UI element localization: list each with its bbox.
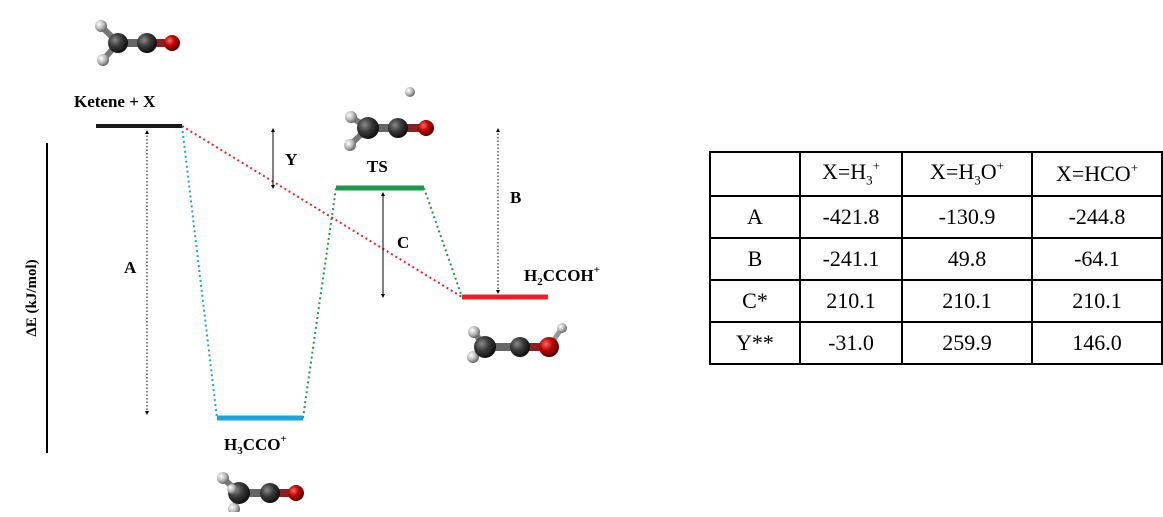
table-cell: -64.1 bbox=[1031, 237, 1163, 281]
table-header-cell: X=HCO+ bbox=[1031, 151, 1163, 197]
label-reactant: Ketene + X bbox=[74, 92, 156, 111]
label-A: A bbox=[124, 258, 137, 277]
table-row: B -241.1 49.8 -64.1 bbox=[709, 237, 1163, 281]
connector-ts-product bbox=[423, 187, 463, 298]
intermediate-molecule bbox=[217, 472, 304, 515]
table-row: A -421.8 -130.9 -244.8 bbox=[709, 195, 1163, 239]
table-cell: 210.1 bbox=[1031, 279, 1163, 323]
table-header-row: X=H3+ X=H3O+ X=HCO+ bbox=[709, 151, 1163, 197]
table-cell: 210.1 bbox=[901, 279, 1033, 323]
table-cell: 146.0 bbox=[1031, 321, 1163, 365]
label-product: H2CCOH+ bbox=[524, 264, 600, 288]
table-cell: 210.1 bbox=[799, 279, 903, 323]
energy-table: X=H3+ X=H3O+ X=HCO+ A -421.8 -130.9 -244… bbox=[709, 151, 1163, 365]
row-label: Y** bbox=[709, 321, 801, 365]
table-cell: -130.9 bbox=[901, 195, 1033, 239]
table-row: C* 210.1 210.1 210.1 bbox=[709, 279, 1163, 323]
table-cell: 49.8 bbox=[901, 237, 1033, 281]
connector-intermediate-ts bbox=[302, 187, 337, 419]
label-Y: Y bbox=[285, 150, 297, 169]
row-label: A bbox=[709, 195, 801, 239]
table-header-cell: X=H3O+ bbox=[901, 151, 1033, 197]
connector-reactant-intermediate bbox=[181, 125, 218, 419]
ketene-molecule bbox=[95, 20, 180, 66]
table-cell: -241.1 bbox=[799, 237, 903, 281]
y-axis-label: ΔE (kJ/mol) bbox=[24, 259, 40, 336]
ts-molecule bbox=[344, 87, 434, 151]
row-label: C* bbox=[709, 279, 801, 323]
table-cell: 259.9 bbox=[901, 321, 1033, 365]
product-molecule bbox=[467, 323, 567, 363]
table-cell: -421.8 bbox=[799, 195, 903, 239]
row-label: B bbox=[709, 237, 801, 281]
connector-direct-reactant-product bbox=[181, 125, 463, 298]
table-header-cell: X=H3+ bbox=[799, 151, 903, 197]
label-intermediate: H3CCO+ bbox=[224, 433, 287, 457]
label-ts: TS bbox=[367, 157, 388, 176]
label-B: B bbox=[510, 188, 521, 207]
table-cell: -31.0 bbox=[799, 321, 903, 365]
label-C: C bbox=[397, 233, 409, 252]
table-cell: -244.8 bbox=[1031, 195, 1163, 239]
table-header-cell bbox=[709, 151, 801, 197]
table-row: Y** -31.0 259.9 146.0 bbox=[709, 321, 1163, 365]
